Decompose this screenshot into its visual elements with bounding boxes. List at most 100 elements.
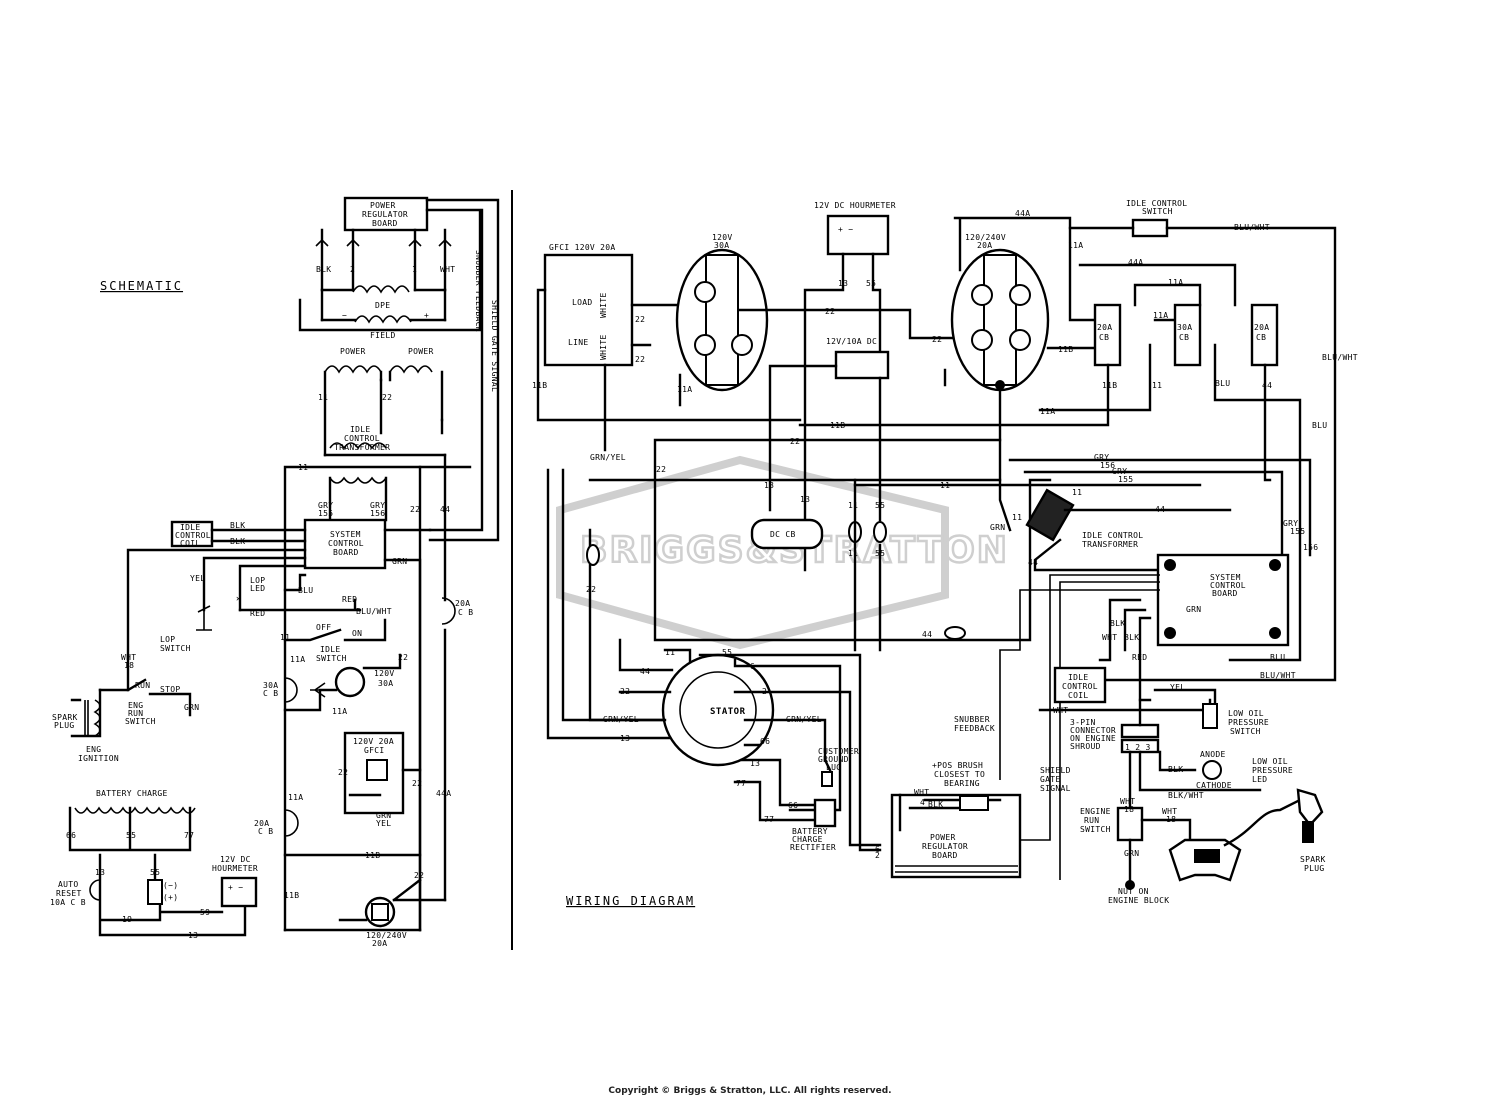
sch-scb-line3: BOARD <box>333 548 359 557</box>
sch-wht: WHT <box>121 653 136 662</box>
wd-wire-22-f: 22 <box>586 585 596 594</box>
sch-cb30-line2: C B <box>263 689 278 698</box>
wd-bcr-line3: RECTIFIER <box>790 843 836 852</box>
wd-led-line2: PRESSURE <box>1252 766 1293 775</box>
wd-wire-22-g: 22 <box>932 335 942 344</box>
wd-wire-44-a: 44 <box>1262 381 1272 390</box>
wd-r240-term3 <box>971 329 993 351</box>
wd-scb-grn: GRN <box>1186 605 1201 614</box>
wd-led-line3: LED <box>1252 775 1267 784</box>
wd-gfci-title: GFCI 120V 20A <box>549 243 616 252</box>
wd-wire-11b-d: 11B <box>830 421 845 430</box>
wd-ignition-coil <box>1194 849 1220 863</box>
sch-battery-charge: BATTERY CHARGE <box>96 789 168 798</box>
sch-hourmeter <box>220 876 258 908</box>
sch-wire-66: 66 <box>66 831 76 840</box>
wd-wht18-d: 18 <box>1166 815 1176 824</box>
wd-blk-wht: BLK/WHT <box>1168 791 1204 800</box>
wd-wire-55-d: 55 <box>722 648 732 657</box>
wd-blk-c: BLK <box>928 800 943 809</box>
sch-field-minus: − <box>342 311 347 320</box>
wd-snub-line1: SNUBBER <box>954 715 990 724</box>
wd-scb-line1: SYSTEM <box>1210 573 1241 582</box>
sch-blk-1: BLK <box>230 521 245 530</box>
sch-idle-switch-line2: SWITCH <box>316 654 347 663</box>
sch-wire-22-a: 22 <box>382 393 392 402</box>
sch-wire-13-a: 13 <box>95 868 105 877</box>
wd-cgl-line1: CUSTOMER <box>818 747 859 756</box>
wd-gfci-line: LINE <box>568 338 588 347</box>
wd-gfci-outlet <box>543 253 634 367</box>
wd-icc-line3: COIL <box>1068 691 1088 700</box>
sch-gry155-line1: GRY <box>318 501 333 510</box>
wd-yel-a: YEL <box>1170 683 1185 692</box>
sch-icc-line1: IDLE <box>180 523 200 532</box>
sch-wire-11a-c: 11A <box>288 793 303 802</box>
wd-icc-line2: CONTROL <box>1062 682 1098 691</box>
wd-wire-6-b: 6 <box>875 845 880 854</box>
wd-wire-13-a: 13 <box>838 279 848 288</box>
wd-prb-line3: BOARD <box>932 851 958 860</box>
wd-wire-11-a: 11 <box>848 501 858 510</box>
wd-los-line1: LOW OIL <box>1228 709 1264 718</box>
wd-3pin-line4: SHROUD <box>1070 742 1101 751</box>
sch-yel: YEL <box>190 574 205 583</box>
wd-wire-77-a: 77 <box>736 779 746 788</box>
wd-battery-charge-rectifier <box>813 798 837 828</box>
sch-wire-22-c: 22 <box>410 505 420 514</box>
wd-dc-cb <box>750 518 824 550</box>
sch-on: ON <box>352 629 362 638</box>
sch-run: RUN <box>135 681 150 690</box>
wd-bcr-line1: BATTERY <box>792 827 828 836</box>
wd-wire-66-b: 66 <box>788 801 798 810</box>
wd-scb-mount2 <box>1269 559 1281 571</box>
wd-nut-icon <box>1125 880 1135 890</box>
sch-cb20r-line1: 20A <box>455 599 470 608</box>
sch-blk-2: BLK <box>230 537 245 546</box>
sch-r30-line1: 120V <box>374 669 394 678</box>
sch-wire-19: 19 <box>122 915 132 924</box>
wd-ers-line2: RUN <box>1084 816 1099 825</box>
wd-hourmeter <box>826 214 890 256</box>
sch-prb-line3: BOARD <box>372 219 398 228</box>
wd-blu-c: BLU <box>1270 653 1285 662</box>
sch-hm-line1: 12V DC <box>220 855 251 864</box>
wd-r240-term2 <box>1009 284 1031 306</box>
wd-r240-term4 <box>1009 329 1031 351</box>
wd-wht-b: WHT <box>914 788 929 797</box>
wd-cb-30a <box>1173 303 1202 367</box>
wd-icc-line1: IDLE <box>1068 673 1088 682</box>
wd-system-control-board <box>1156 553 1290 647</box>
wd-wire-11b-b: 11B <box>1058 345 1073 354</box>
wd-wire-11b-c: 11B <box>1102 381 1117 390</box>
sch-autoreset-line1: AUTO <box>58 880 78 889</box>
sch-hm-signs: + − <box>228 883 243 892</box>
wd-gry155r-line1: GRY <box>1283 519 1298 528</box>
sch-system-control-board <box>303 518 387 570</box>
wd-wire-13-d: 13 <box>620 734 630 743</box>
sch-ers-line1: ENG <box>128 701 143 710</box>
wd-cb20r-line2: CB <box>1256 333 1266 342</box>
wd-prb-line1: POWER <box>930 833 956 842</box>
sch-cb20l-line2: C B <box>258 827 273 836</box>
wd-blu-wht-a: BLU/WHT <box>1234 223 1270 232</box>
wd-gry155r-line2: 155 <box>1290 527 1305 536</box>
sch-lop-switch-line1: LOP <box>160 635 175 644</box>
wd-cb20l-line2: CB <box>1099 333 1109 342</box>
wd-r30-term2 <box>694 334 716 356</box>
wd-idle-control-coil <box>1053 666 1107 704</box>
sch-ign-line1: ENG <box>86 745 101 754</box>
sch-120v-30a-receptacle <box>334 666 366 698</box>
sch-icc-line2: CONTROL <box>175 531 211 540</box>
schematic-title: SCHEMATIC <box>100 279 183 293</box>
wd-sgs-line3: SIGNAL <box>1040 784 1071 793</box>
wd-3pin-line3: ON ENGINE <box>1070 734 1116 743</box>
sch-wire-55-a: 55 <box>126 831 136 840</box>
wd-wire-22-h: 22 <box>620 687 630 696</box>
wd-grn-b: GRN <box>1124 849 1139 858</box>
wd-wire-22-e: 22 <box>656 465 666 474</box>
wd-wht-c: WHT <box>1053 706 1068 715</box>
wd-brush-line3: BEARING <box>944 779 980 788</box>
sch-plus-sign: (+) <box>163 893 178 902</box>
sch-gry155-line2: 155 <box>318 509 333 518</box>
